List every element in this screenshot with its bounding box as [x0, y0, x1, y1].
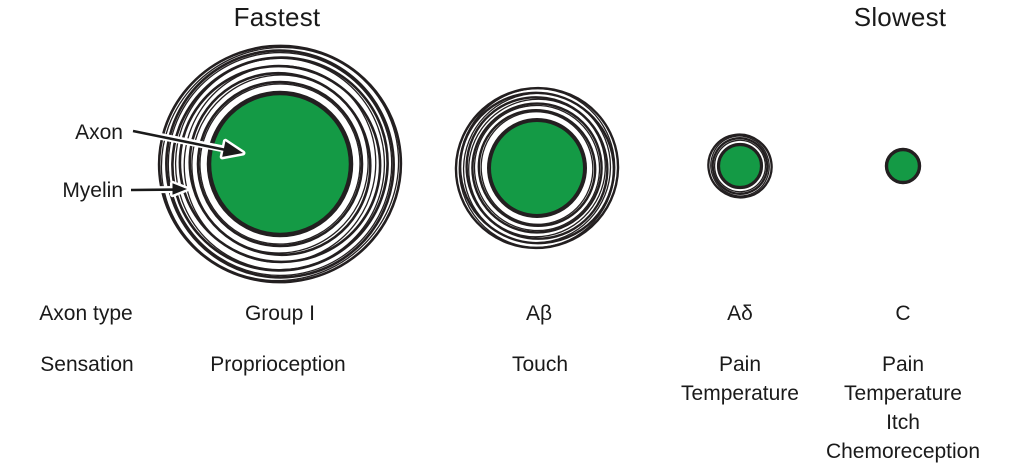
myelin-ring	[196, 80, 364, 248]
myelin-ring	[711, 137, 769, 195]
axon-type-a-beta: Aβ	[525, 302, 553, 325]
myelin-ring	[473, 104, 601, 232]
myelin-ring	[707, 133, 773, 199]
myelin-ring	[454, 86, 620, 250]
sensation-row-label: Sensation	[40, 353, 134, 376]
myelin-ring	[171, 56, 389, 272]
myelin-ring	[157, 44, 403, 284]
myelin-ring	[458, 87, 616, 249]
fastest-label: Fastest	[233, 2, 321, 32]
myelin-arrowhead-icon	[172, 183, 187, 195]
axon-circle	[716, 142, 764, 190]
axon-arrow-shaft	[132, 129, 227, 152]
myelin-ring	[471, 102, 603, 234]
sensation-group-i: Proprioception	[210, 353, 346, 376]
axon-circle	[487, 118, 587, 218]
myelin-ring	[477, 108, 597, 228]
myelin-ring	[178, 64, 382, 264]
myelin-annotation: Myelin	[62, 179, 123, 202]
axon-annotation: Axon	[75, 121, 123, 144]
neuron-group-i	[157, 44, 403, 284]
sensation-a-delta: Pain Temperature	[681, 353, 799, 405]
axon-type-c: C	[895, 302, 911, 325]
axon-type-a-delta: Aδ	[727, 302, 753, 325]
myelin-ring	[468, 98, 606, 238]
myelin-ring	[191, 74, 369, 254]
axon-arrowhead-icon	[222, 141, 243, 157]
axon-type-group-i: Group I	[244, 302, 316, 325]
myelin-ring	[160, 46, 400, 282]
axon-arrow	[129, 127, 246, 160]
axon-circle	[206, 90, 354, 238]
axon-type-row-label: Axon type	[39, 302, 133, 325]
axon-circle	[884, 147, 922, 185]
myelin-ring	[462, 92, 612, 244]
myelin-ring	[199, 83, 361, 245]
myelin-ring	[174, 57, 386, 271]
neuron-a-beta	[454, 86, 620, 250]
myelin-ring	[165, 49, 395, 279]
myelin-ring	[710, 135, 770, 197]
neuron-a-delta	[707, 133, 773, 199]
slowest-label: Slowest	[853, 2, 947, 32]
sensation-c: Pain Temperature Itch Chemoreception	[825, 353, 981, 463]
neuron-c	[884, 147, 922, 185]
myelin-ring	[480, 111, 594, 225]
sensation-a-beta: Touch	[511, 353, 569, 376]
myelin-ring	[713, 139, 767, 193]
myelin-arrow	[127, 180, 190, 198]
